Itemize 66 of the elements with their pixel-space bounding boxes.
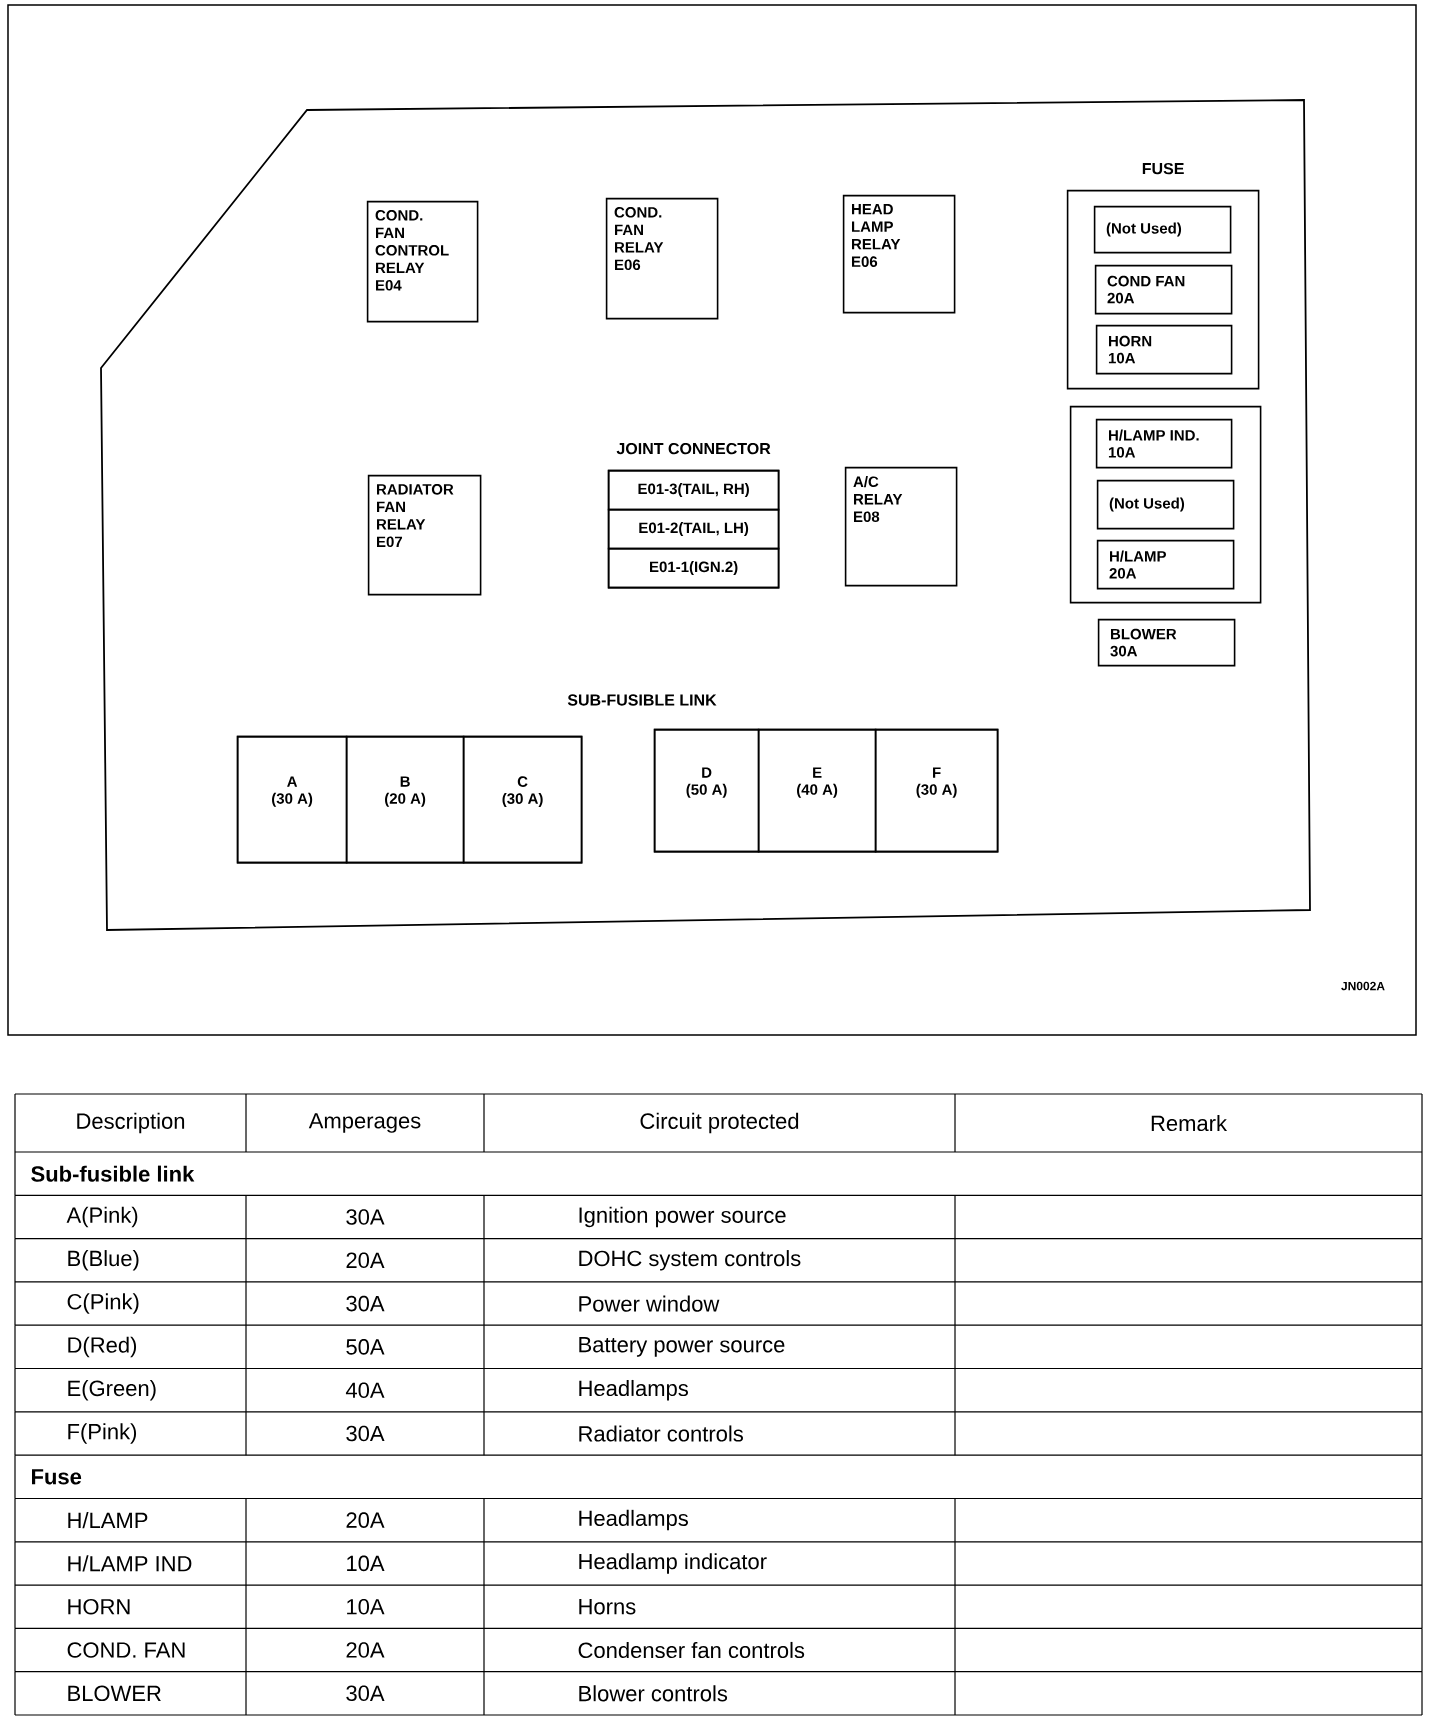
fuse-box: H/LAMP IND. 10A	[1095, 418, 1233, 469]
table-cell: 20A	[346, 1512, 385, 1528]
table-cell: 10A	[347, 1555, 385, 1572]
fuse-box: BLOWER 30A	[1097, 618, 1236, 667]
fuse-holder	[1069, 405, 1262, 604]
table-cell: Headlamps	[579, 1379, 688, 1401]
table-section-heading: Fuse	[32, 1469, 82, 1485]
table-cell: HORN	[68, 1598, 130, 1615]
relay-box: A/C RELAY E08	[844, 466, 958, 587]
table-header: Description	[77, 1112, 185, 1134]
table-section-heading: Sub-fusible link	[31, 1165, 195, 1182]
figure-code: JN002A	[1341, 981, 1385, 991]
table-cell: B(Blue)	[68, 1250, 139, 1271]
fusible-link: C (30 A)	[462, 735, 583, 864]
relay-box: HEAD LAMP RELAY E06	[842, 194, 956, 314]
fuse-box-outline	[100, 99, 1311, 931]
table-cell: 20A	[346, 1642, 385, 1658]
relay-box: RADIATOR FAN RELAY E07	[367, 474, 482, 596]
fuse-box: COND FAN 20A	[1094, 264, 1233, 315]
table-cell: DOHC system controls	[579, 1250, 801, 1271]
table-cell: C(Pink)	[67, 1293, 139, 1314]
table-cell: Blower controls	[579, 1685, 728, 1702]
table-cell: Headlamps	[579, 1509, 688, 1531]
table-cell: 30A	[346, 1209, 385, 1225]
table-cell: A(Pink)	[66, 1206, 138, 1228]
table-cell: F(Pink)	[68, 1423, 137, 1444]
table-cell: 40A	[345, 1382, 385, 1398]
section-heading: FUSE	[1142, 162, 1184, 175]
table-cell: 20A	[346, 1252, 385, 1269]
table-cell: Radiator controls	[579, 1425, 743, 1442]
table-cell: 30A	[346, 1685, 385, 1702]
table-cell: E(Green)	[68, 1379, 156, 1401]
relay-box: COND. FAN RELAY E06	[605, 197, 719, 320]
table-cell: Condenser fan controls	[578, 1641, 805, 1659]
table-cell: 30A	[346, 1425, 385, 1442]
fuse-box: HORN 10A	[1095, 324, 1233, 375]
connector-slot: E01-1(IGN.2)	[607, 547, 780, 589]
table-cell: Horns	[579, 1599, 636, 1615]
fuse-box: H/LAMP 20A	[1096, 539, 1235, 590]
table-cell: COND. FAN	[67, 1642, 185, 1658]
connector-slot: E01-3(TAIL, RH)	[607, 469, 780, 511]
section-heading: SUB-FUSIBLE LINK	[567, 694, 717, 706]
relay-box: COND. FAN CONTROL RELAY E04	[366, 200, 479, 323]
fusible-link: B (20 A)	[345, 735, 465, 864]
table-cell: 50A	[346, 1339, 385, 1355]
fuse-box: (Not Used)	[1096, 479, 1235, 530]
table-header: Amperages	[308, 1113, 421, 1133]
fusible-link: F (30 A)	[874, 728, 999, 853]
fusible-link: A (30 A)	[236, 735, 348, 864]
table-cell: Battery power source	[579, 1337, 785, 1357]
table-header: Circuit protected	[640, 1112, 799, 1134]
connector-slot: E01-2(TAIL, LH)	[607, 508, 780, 550]
table-cell: Headlamp indicator	[579, 1553, 767, 1574]
table-cell: BLOWER	[68, 1685, 161, 1702]
table-cell: D(Red)	[68, 1336, 137, 1358]
table-cell: Ignition power source	[579, 1206, 786, 1228]
table-cell: 10A	[347, 1598, 385, 1615]
table-cell: H/LAMP	[68, 1512, 148, 1529]
table-header: Remark	[1151, 1114, 1228, 1132]
table-cell: 30A	[346, 1295, 385, 1312]
fusible-link: D (50 A)	[653, 728, 760, 853]
fuse-box: (Not Used)	[1093, 205, 1232, 254]
section-heading: JOINT CONNECTOR	[616, 442, 771, 455]
fusible-link: E (40 A)	[757, 728, 877, 853]
table-cell: H/LAMP IND	[68, 1555, 192, 1572]
table-cell: Power window	[579, 1295, 720, 1312]
